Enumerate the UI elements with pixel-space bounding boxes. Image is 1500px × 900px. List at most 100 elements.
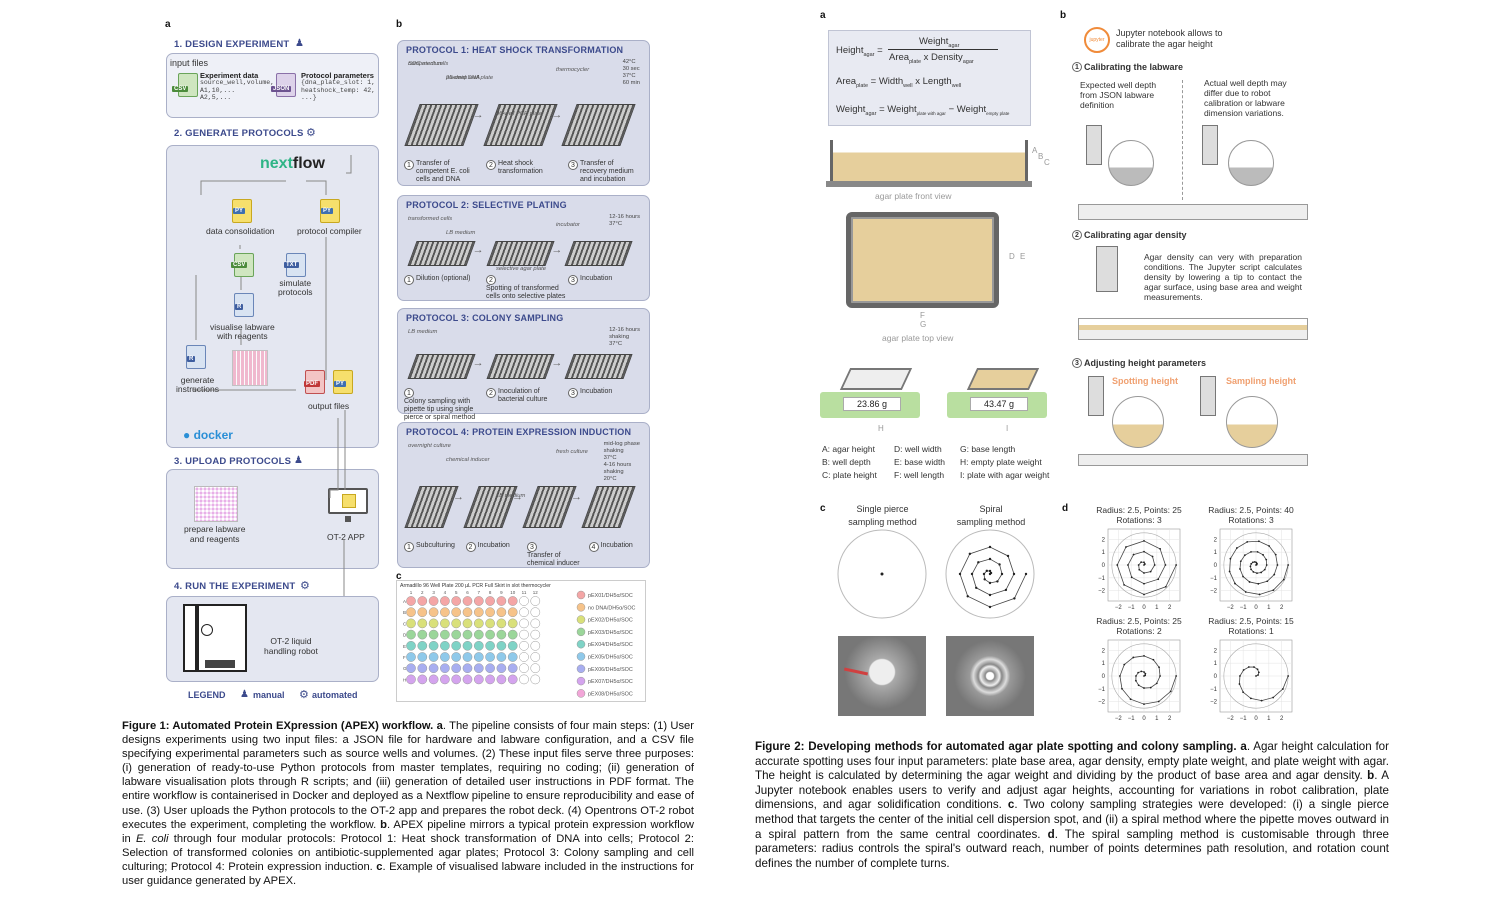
caption-run: a xyxy=(1240,740,1247,753)
eq-weight: Weightagar = Weightplate with agar − Wei… xyxy=(836,104,1009,117)
b1-pipette-right xyxy=(1202,125,1218,165)
spiral-data-point-path xyxy=(1229,540,1289,595)
plate-well xyxy=(507,629,518,640)
labware-label: 96-deep well plate xyxy=(446,75,494,81)
front-view-label: agar plate front view xyxy=(875,191,952,201)
spiral-data-point xyxy=(1149,686,1152,689)
pdf-tag: PDF xyxy=(304,381,320,387)
b3-well-left xyxy=(1112,396,1164,448)
dim-letter-f: F xyxy=(920,311,925,320)
step-text: Inoculation of bacterial culture xyxy=(498,388,548,403)
py-tag-1: PY xyxy=(233,208,246,214)
single-pierce-photo xyxy=(838,636,926,716)
plate-legend-swatch xyxy=(576,627,586,637)
spiral-data-point xyxy=(1239,675,1241,677)
b1-well-right xyxy=(1228,140,1274,186)
arrow-icon xyxy=(843,667,869,676)
front-view-base xyxy=(826,181,1032,187)
x-tick-label: −2 xyxy=(1227,716,1235,722)
spiral-data-point xyxy=(1140,670,1143,673)
input-files-box xyxy=(166,53,379,118)
ot2-robot-label: OT-2 liquid handling robot xyxy=(264,636,318,656)
plate-well xyxy=(462,596,473,606)
eq-height-den: Area xyxy=(889,52,910,63)
dim-legend-h: H: empty plate weight xyxy=(960,457,1042,467)
labware-plate-icon xyxy=(581,486,636,528)
manual-legend-label: manual xyxy=(253,690,285,700)
plate-legend-label: pEX04/DH5α/SOC xyxy=(588,642,633,648)
x-tick-label: 2 xyxy=(1280,716,1284,722)
eq-height-num: Weight xyxy=(919,36,949,47)
protocol-params-title: Protocol parameters xyxy=(301,71,374,80)
spiral-plot-title: Radius: 2.5, Points: 25 xyxy=(1096,505,1182,515)
plate-legend-swatch xyxy=(576,590,586,600)
pierce-point xyxy=(880,572,884,576)
plate-legend-swatch xyxy=(576,652,586,661)
eq-height-lhs: Height xyxy=(836,45,864,56)
step-number-icon: 3 xyxy=(568,160,578,170)
spiral-point xyxy=(966,595,969,598)
spotting-height-label: Spotting height xyxy=(1112,376,1178,386)
plate-well xyxy=(462,652,473,662)
step-text: Heat shock transformation xyxy=(498,160,543,175)
plate-well xyxy=(496,652,507,662)
y-tick-label: 2 xyxy=(1102,537,1106,543)
data-consolidation-label: data consolidation xyxy=(206,226,275,236)
dim-legend-g: G: base length xyxy=(960,444,1016,454)
spiral-data-point xyxy=(1256,668,1259,671)
dim-legend-d: D: well width xyxy=(894,444,942,454)
agar-plate-front-view xyxy=(830,140,1028,184)
spiral-data-point xyxy=(1143,550,1145,553)
b1-number-icon: 1 xyxy=(1072,62,1082,72)
plate-well xyxy=(519,596,529,606)
r-file-icon-1 xyxy=(234,293,254,317)
spiral-point xyxy=(1004,588,1008,592)
spiral-point xyxy=(998,563,1001,566)
plate-well xyxy=(406,674,416,685)
spiral-data-point xyxy=(1242,669,1245,671)
json-file-icon xyxy=(276,73,296,97)
eq-height-den2-sub: agar xyxy=(962,58,974,65)
plate-well xyxy=(507,607,518,618)
spiral-point xyxy=(996,580,999,583)
caption-run: c xyxy=(376,860,383,873)
spiral-data-point xyxy=(1242,691,1245,694)
plate-well xyxy=(406,629,416,640)
spiral-data-point xyxy=(1287,675,1290,677)
labware-plot-thumbnail xyxy=(232,350,268,386)
spiral-data-point xyxy=(1265,558,1268,561)
spiral-data-point xyxy=(1143,687,1145,689)
spiral-point xyxy=(977,561,980,564)
plate-legend-swatch xyxy=(576,689,586,698)
labware-label: selective agar plate xyxy=(496,266,546,272)
y-tick-label: −1 xyxy=(1098,576,1106,582)
txt-tag: TXT xyxy=(284,262,300,268)
labware-plate-icon xyxy=(522,486,577,528)
plate-row-label: E xyxy=(403,644,406,649)
plate-well xyxy=(496,674,507,685)
caption-run: through four modular protocols: Protocol… xyxy=(122,832,694,873)
plate-well xyxy=(530,663,541,674)
plate-well xyxy=(462,629,473,640)
spiral-data-point xyxy=(1149,570,1152,573)
spiral-data-point xyxy=(1123,583,1126,586)
plate-col-label: 4 xyxy=(444,590,447,595)
plate-well xyxy=(473,607,484,618)
y-tick-label: 0 xyxy=(1102,674,1106,680)
plate-well xyxy=(451,596,462,606)
x-tick-label: 2 xyxy=(1280,605,1284,611)
plate-col-label: 6 xyxy=(466,590,469,595)
fig2-panel-letter-b: b xyxy=(1060,10,1067,21)
plate-well xyxy=(440,618,450,629)
spiral-data-point xyxy=(1260,699,1263,702)
x-tick-label: 2 xyxy=(1168,716,1172,722)
spiral-point xyxy=(970,572,974,576)
step-text: Dilution (optional) xyxy=(416,275,471,282)
condition-text: 20°C xyxy=(603,476,617,482)
